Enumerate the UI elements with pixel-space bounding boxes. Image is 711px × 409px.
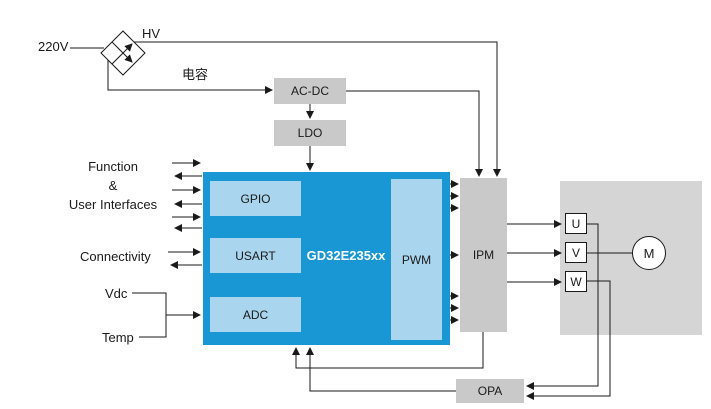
opa-label: OPA [477,384,503,398]
function-interfaces-label: Function & User Interfaces [57,157,169,214]
ldo-block: LDO [274,120,346,146]
acdc-label: AC-DC [291,84,329,98]
motor-icon: M [632,236,666,270]
gpio-block: GPIO [210,181,301,216]
temp-label: Temp [102,330,134,345]
ipm-label: IPM [472,248,495,262]
adc-block: ADC [210,297,301,332]
function-label-line1: Function [88,159,138,174]
pwm-ipm-arrows [450,180,459,324]
ldo-label: LDO [297,126,323,140]
phase-v-box: V [565,242,587,263]
gpio-label: GPIO [240,191,271,206]
bridge-rectifier-icon [100,30,146,76]
pwm-label: PWM [401,252,432,267]
connectivity-label: Connectivity [80,249,151,264]
mains-voltage-label: 220V [38,39,69,54]
phase-u-box: U [565,213,587,234]
function-label-line3: User Interfaces [68,197,158,212]
ipm-motor-arrows [507,220,562,286]
hv-label: HV [142,26,161,41]
mcu-name-label: GD32E235xx [306,247,386,263]
capacitor-label: 电容 [182,67,209,82]
phase-v-label: V [571,245,580,260]
power-lines [70,41,501,177]
function-io-arrows [172,159,202,232]
phase-u-label: U [571,216,581,231]
function-label-line2: & [108,178,118,193]
adc-label: ADC [242,307,269,322]
ipm-block: IPM [460,178,507,332]
pwm-block: PWM [391,179,442,340]
motor-m-label: M [643,245,655,261]
usart-label: USART [235,248,276,263]
vdc-label: Vdc [105,286,128,301]
connectivity-arrows [168,248,202,269]
phase-w-label: W [570,274,582,289]
vdc-temp-lines [132,292,201,338]
acdc-block: AC-DC [274,78,346,104]
opa-block: OPA [456,379,524,403]
usart-block: USART [210,238,301,273]
phase-w-box: W [565,271,587,292]
